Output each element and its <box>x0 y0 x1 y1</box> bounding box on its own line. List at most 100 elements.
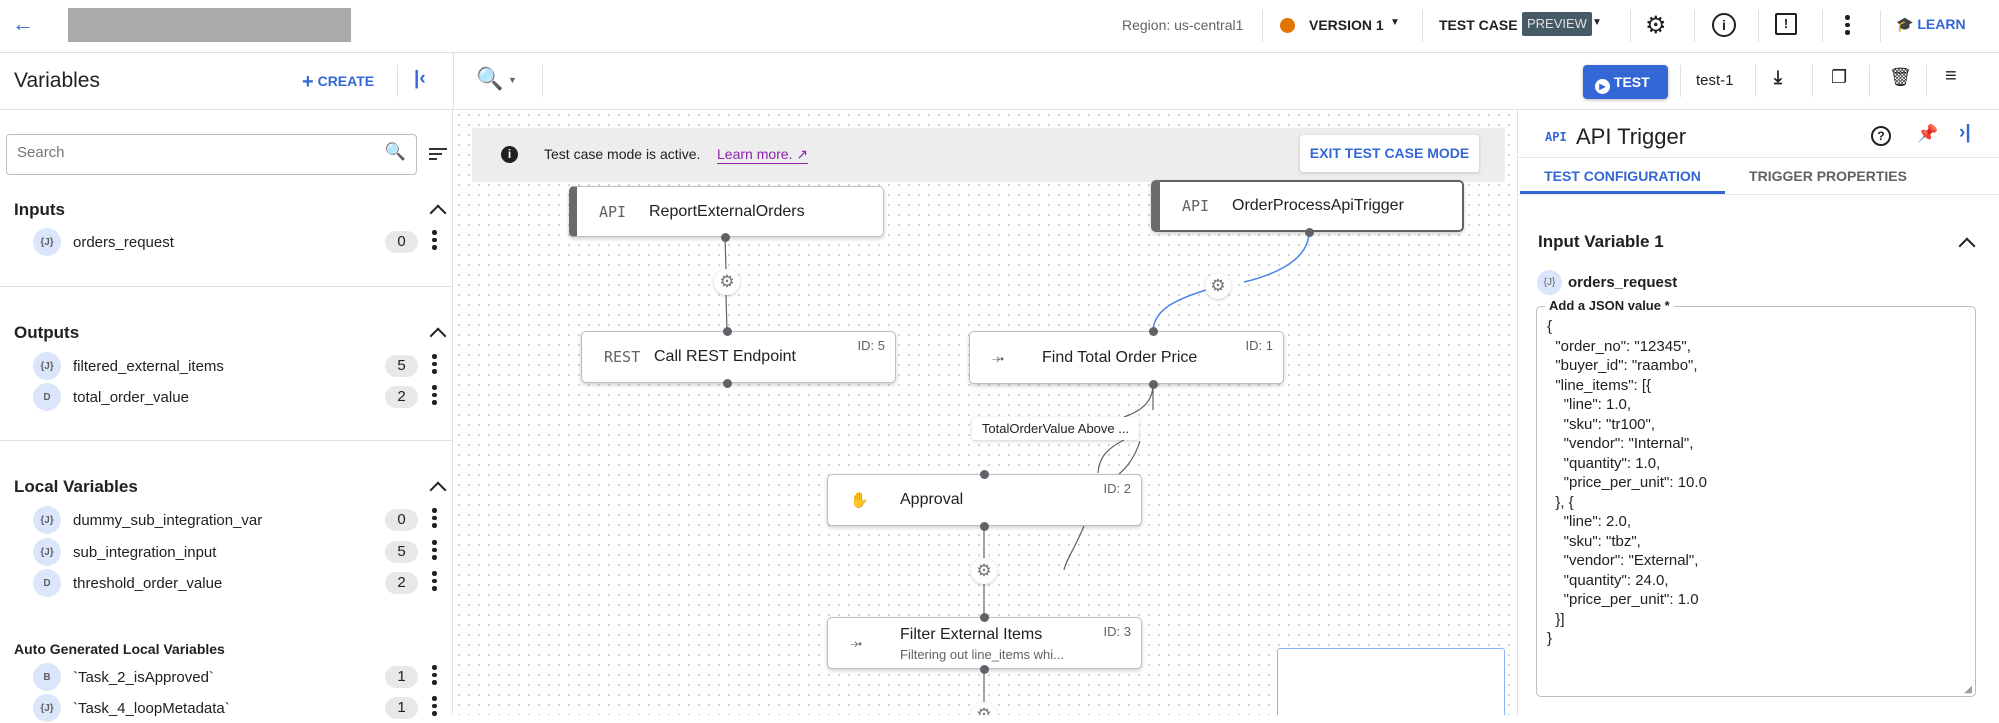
json-value-text[interactable]: { "order_no": "12345", "buyer_id": "raam… <box>1547 318 1707 647</box>
port[interactable] <box>721 233 730 242</box>
collapse-panel-icon[interactable]: |‹ <box>414 68 426 89</box>
port[interactable] <box>980 522 989 531</box>
more-vert-icon[interactable] <box>1845 15 1851 39</box>
create-variable-button[interactable]: + CREATE <box>302 71 374 94</box>
learn-more-label: Learn more. <box>717 146 793 162</box>
delete-icon[interactable]: 🗑 <box>1889 67 1912 87</box>
exit-test-case-mode-button[interactable]: EXIT TEST CASE MODE <box>1300 135 1479 172</box>
create-label: CREATE <box>317 73 375 89</box>
section-divider <box>0 286 453 287</box>
more-vert-icon[interactable] <box>432 385 438 409</box>
variables-title: Variables <box>14 69 100 92</box>
port[interactable] <box>1149 327 1158 336</box>
edge-settings-icon[interactable]: ⚙ <box>971 702 997 715</box>
usage-count: 2 <box>385 572 418 594</box>
port[interactable] <box>723 327 732 336</box>
sort-icon[interactable] <box>429 148 447 160</box>
usage-count: 1 <box>385 666 418 688</box>
json-value-field[interactable]: Add a JSON value * { "order_no": "12345"… <box>1536 298 1976 697</box>
minimap[interactable] <box>1277 648 1505 715</box>
zoom-in-icon[interactable]: 🔍 <box>476 66 504 91</box>
section-heading: Local Variables <box>14 477 138 496</box>
tab-test-configuration[interactable]: TEST CONFIGURATION <box>1520 158 1725 194</box>
more-vert-icon[interactable] <box>432 230 438 254</box>
learn-more-link[interactable]: Learn more. ↗ <box>717 146 809 164</box>
back-arrow-icon[interactable]: ← <box>12 11 34 36</box>
node-call-rest-endpoint[interactable]: REST Call REST Endpoint ID: 5 <box>581 331 896 383</box>
test-button[interactable]: ▶ TEST <box>1583 65 1668 99</box>
integration-canvas[interactable]: i Test case mode is active. Learn more. … <box>454 110 1517 715</box>
node-report-external-orders[interactable]: API ReportExternalOrders <box>569 186 884 237</box>
variable-type-badge: {J} <box>33 352 61 380</box>
pin-icon[interactable]: 📌 <box>1917 124 1939 143</box>
feedback-icon[interactable]: ! <box>1775 13 1797 35</box>
test-case-name[interactable]: test-1 <box>1696 72 1734 89</box>
chevron-up-icon[interactable] <box>1958 237 1976 255</box>
port[interactable] <box>980 470 989 479</box>
node-filter-external-items[interactable]: ⤞ Filter External Items Filtering out li… <box>827 617 1142 669</box>
edge-settings-icon[interactable]: ⚙ <box>971 558 997 584</box>
variable-item[interactable]: {J}`Task_4_loopMetadata`1 <box>0 693 453 723</box>
settings-icon[interactable]: ⚙ <box>1645 12 1667 39</box>
node-order-process-api-trigger[interactable]: API OrderProcessApiTrigger <box>1151 180 1464 232</box>
more-vert-icon[interactable] <box>432 696 438 720</box>
copy-icon[interactable]: ❐ <box>1831 67 1848 87</box>
variable-name: sub_integration_input <box>73 544 217 561</box>
port[interactable] <box>1305 228 1314 237</box>
toolbar: Variables + CREATE |‹ 🔍 ▼ ▶ TEST test-1 … <box>0 53 1999 110</box>
school-icon: 🎓 <box>1896 16 1914 32</box>
node-label: Filter External Items <box>900 626 1043 643</box>
more-vert-icon[interactable] <box>432 508 438 532</box>
variable-name: `Task_2_isApproved` <box>73 669 214 686</box>
port[interactable] <box>723 379 732 388</box>
port[interactable] <box>1149 380 1158 389</box>
download-icon[interactable]: ⤓ <box>1774 67 1782 87</box>
port[interactable] <box>980 665 989 674</box>
version-selector[interactable]: VERSION 1 ▼ <box>1280 12 1420 40</box>
version-label: VERSION 1 <box>1309 17 1384 33</box>
more-vert-icon[interactable] <box>432 571 438 595</box>
node-approval[interactable]: ✋ Approval ID: 2 <box>827 474 1142 526</box>
help-icon[interactable]: ? <box>1871 126 1891 146</box>
chevron-up-icon[interactable] <box>429 204 447 222</box>
api-icon: API <box>1182 197 1210 215</box>
chevron-up-icon[interactable] <box>429 481 447 499</box>
app-header: ← Region: us-central1 VERSION 1 ▼ TEST C… <box>0 0 1999 53</box>
edge-settings-icon[interactable]: ⚙ <box>1205 273 1231 299</box>
edge-condition-label[interactable]: TotalOrderValue Above ... <box>972 417 1139 440</box>
port[interactable] <box>980 613 989 622</box>
variable-name: threshold_order_value <box>73 575 223 592</box>
node-id: ID: 5 <box>857 338 885 353</box>
caret-down-icon[interactable]: ▼ <box>508 75 517 85</box>
tab-trigger-properties[interactable]: TRIGGER PROPERTIES <box>1749 168 1907 184</box>
more-vert-icon[interactable] <box>432 354 438 378</box>
menu-icon[interactable]: ≡ <box>1945 65 1957 87</box>
collapse-panel-icon[interactable]: ›| <box>1959 122 1971 143</box>
edge-settings-icon[interactable]: ⚙ <box>714 269 740 295</box>
search-input[interactable] <box>17 144 357 161</box>
node-find-total-order-price[interactable]: ⤞ Find Total Order Price ID: 1 <box>969 331 1284 384</box>
more-vert-icon[interactable] <box>432 540 438 564</box>
preview-badge: PREVIEW <box>1522 12 1592 36</box>
caret-down-icon: ▼ <box>1592 17 1602 28</box>
banner-text: Test case mode is active. <box>544 146 701 162</box>
edge-report-to-rest <box>724 236 728 332</box>
info-icon[interactable]: i <box>1712 13 1736 37</box>
search-box[interactable]: 🔍 <box>6 134 417 175</box>
json-type-badge: {J} <box>1537 270 1562 295</box>
test-case-selector[interactable]: TEST CASE PREVIEW ▼ <box>1439 12 1609 40</box>
test-case-label: TEST CASE <box>1439 17 1518 33</box>
variable-type-badge: {J} <box>33 694 61 722</box>
resize-grip-icon[interactable]: ◢ <box>1964 684 1972 695</box>
learn-button[interactable]: 🎓 LEARN <box>1896 16 1966 33</box>
more-vert-icon[interactable] <box>432 665 438 689</box>
variable-item[interactable]: B`Task_2_isApproved`1 <box>0 662 453 692</box>
chevron-up-icon[interactable] <box>429 327 447 345</box>
region-label: Region: us-central1 <box>1122 17 1244 33</box>
